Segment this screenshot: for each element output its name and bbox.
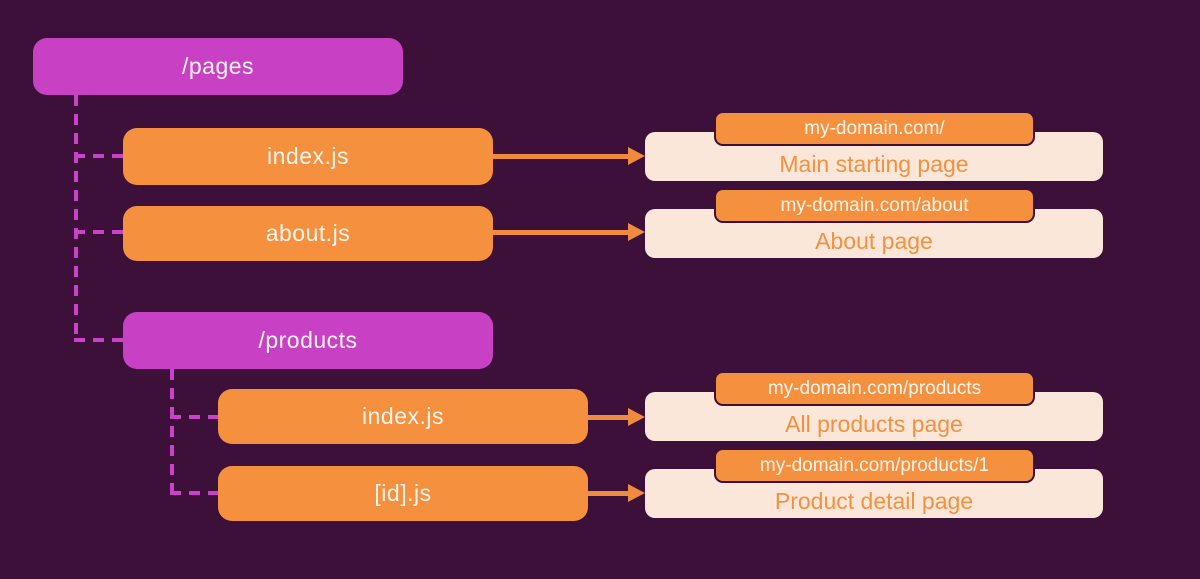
folder-node-products-label: /products — [258, 327, 358, 353]
connector-products-vertical — [170, 369, 174, 495]
folder-node-products: /products — [123, 312, 493, 369]
route-card-products: All products page my-domain.com/products — [645, 371, 1103, 441]
connector-branch-products-id — [170, 491, 218, 495]
route-card-about-url-badge: my-domain.com/about — [714, 188, 1035, 223]
file-node-products-index-js-label: index.js — [362, 403, 444, 429]
route-card-product-detail: Product detail page my-domain.com/produc… — [645, 448, 1103, 518]
file-node-id-js-label: [id].js — [374, 480, 432, 506]
route-card-products-url-badge: my-domain.com/products — [714, 371, 1035, 406]
file-node-about-js: about.js — [123, 206, 493, 261]
file-node-products-index-js: index.js — [218, 389, 588, 444]
file-node-id-js: [id].js — [218, 466, 588, 521]
route-card-root-url-badge: my-domain.com/ — [714, 111, 1035, 146]
connector-branch-products — [74, 338, 123, 342]
folder-node-pages-label: /pages — [181, 53, 255, 79]
connector-branch-products-index — [170, 415, 218, 419]
connector-branch-about — [74, 230, 123, 234]
route-card-product-detail-url-badge: my-domain.com/products/1 — [714, 448, 1035, 483]
route-card-root: Main starting page my-domain.com/ — [645, 111, 1103, 181]
folder-node-pages: /pages — [33, 38, 403, 95]
arrow-id-to-product-detail-url — [588, 484, 645, 502]
arrow-index-to-root-url — [493, 147, 645, 165]
file-node-about-js-label: about.js — [265, 220, 351, 246]
arrow-about-to-about-url — [493, 223, 645, 241]
connector-pages-vertical — [74, 95, 78, 342]
file-node-index-js-label: index.js — [267, 143, 349, 169]
arrow-products-index-to-products-url — [588, 408, 645, 426]
connector-branch-index — [74, 154, 123, 158]
route-card-about: About page my-domain.com/about — [645, 188, 1103, 258]
file-node-index-js: index.js — [123, 128, 493, 185]
